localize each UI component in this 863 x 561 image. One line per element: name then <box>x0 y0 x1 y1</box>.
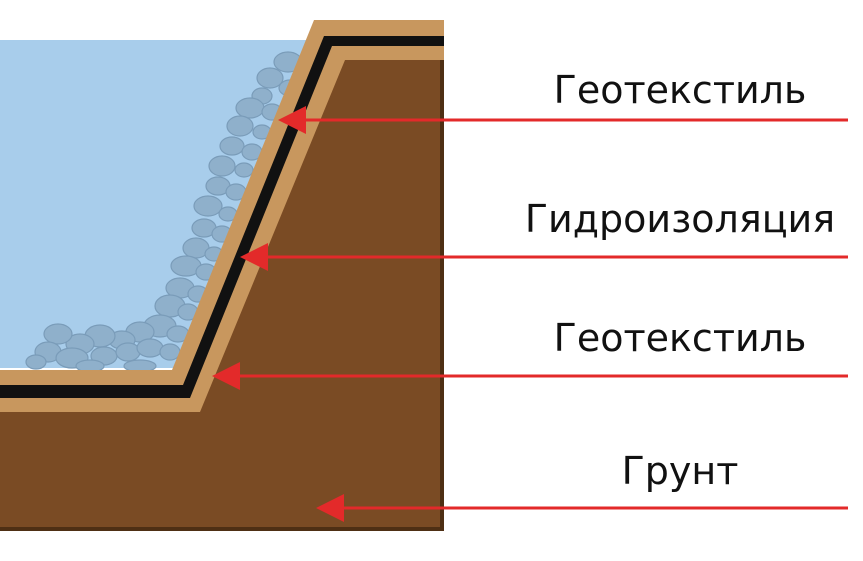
stone <box>256 67 284 89</box>
soil-body <box>0 58 440 527</box>
arrow-head <box>240 243 268 271</box>
stone <box>208 155 236 177</box>
stone <box>115 342 141 362</box>
geotextile-bottom-layer <box>0 44 444 412</box>
stone <box>43 323 73 345</box>
arrow-head <box>278 106 306 134</box>
stones-group <box>25 51 303 373</box>
label-geotextile-bottom: Геотекстиль <box>554 316 807 360</box>
stone <box>25 354 47 370</box>
stone <box>235 97 265 119</box>
label-geotextile-top: Геотекстиль <box>554 68 807 112</box>
arrow-geotextile-top <box>278 106 848 134</box>
arrow-geotextile-bottom <box>212 362 848 390</box>
arrow-head <box>316 494 344 522</box>
label-waterproofing: Гидроизоляция <box>525 197 835 241</box>
arrow-waterproofing <box>240 243 848 271</box>
label-soil: Грунт <box>622 449 739 493</box>
stone <box>226 115 254 137</box>
stone <box>193 195 223 217</box>
stone <box>234 162 254 178</box>
stone <box>219 136 245 156</box>
arrow-soil <box>316 494 848 522</box>
stone <box>159 343 181 361</box>
arrow-head <box>212 362 240 390</box>
stone <box>136 338 164 358</box>
